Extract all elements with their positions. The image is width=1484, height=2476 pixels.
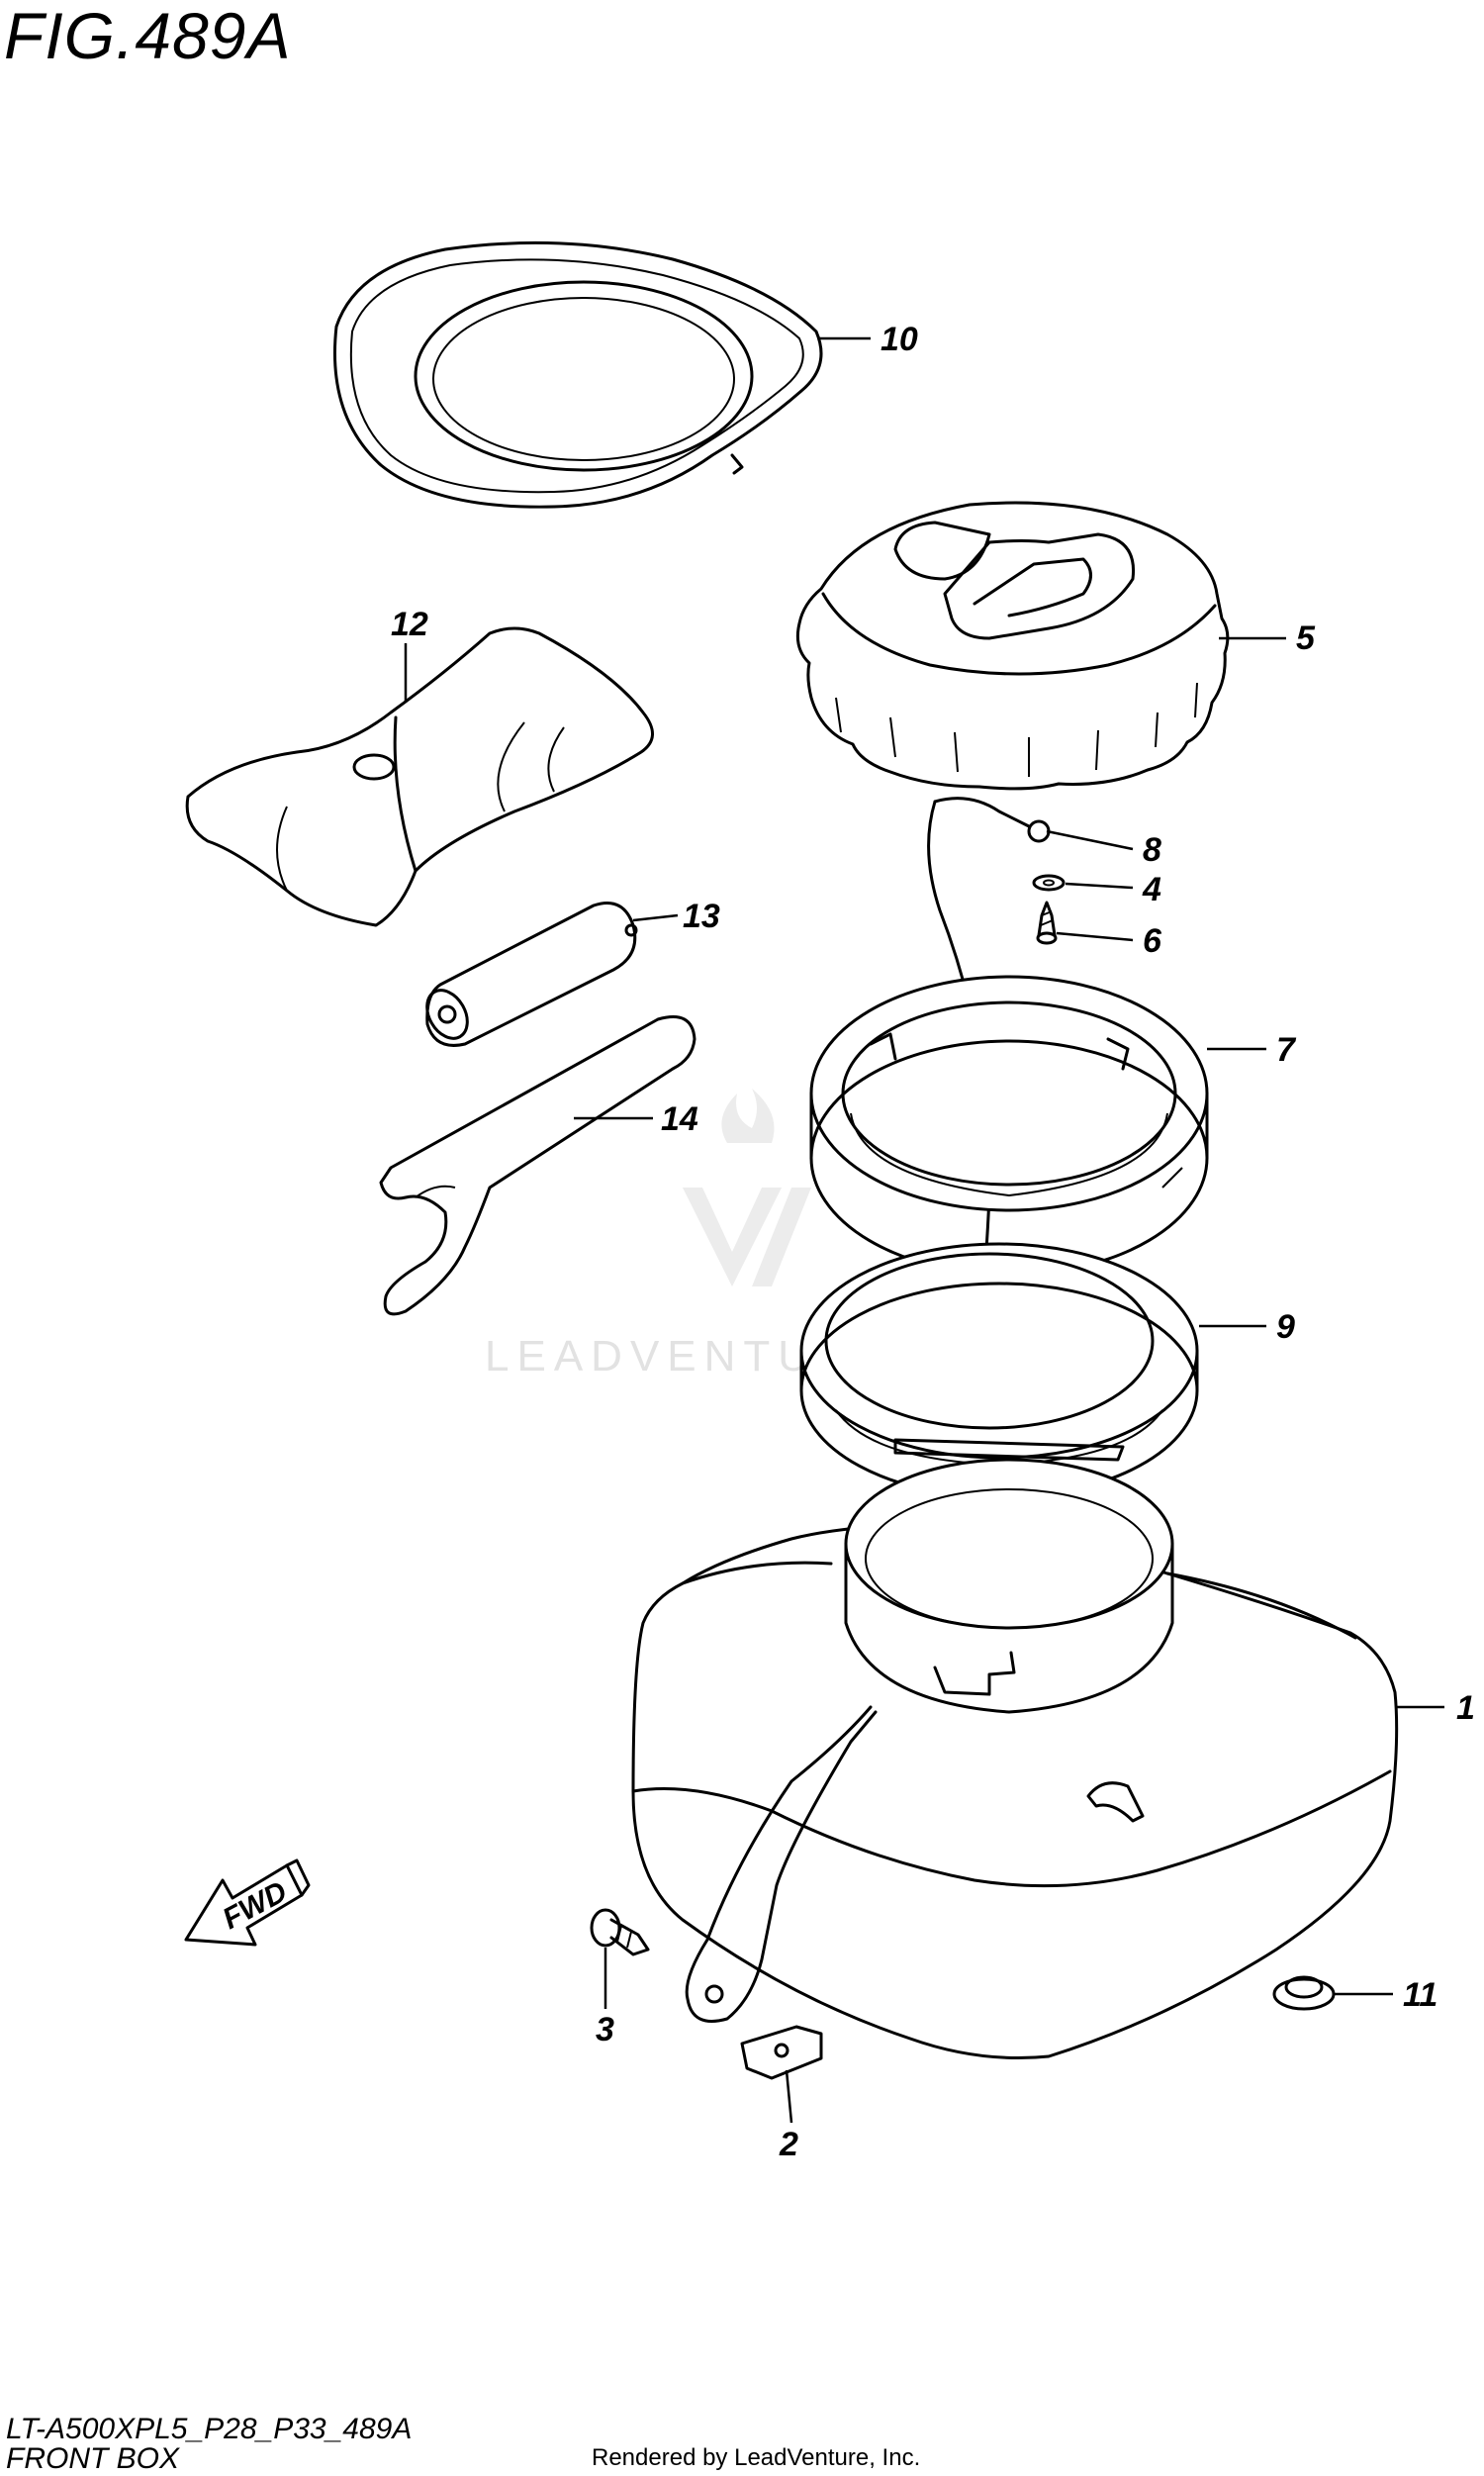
part-4-washer (1032, 874, 1066, 892)
callout-6: 6 (1143, 922, 1162, 960)
part-13-bolt-holder (425, 902, 638, 1047)
callouts: 10 5 8 4 6 7 9 1 11 13 14 12 3 2 (391, 321, 1475, 2163)
callout-2: 2 (779, 2126, 798, 2163)
callout-9: 9 (1276, 1308, 1295, 1346)
callout-14: 14 (661, 1100, 698, 1138)
callout-4: 4 (1142, 871, 1161, 908)
callout-7: 7 (1276, 1031, 1297, 1069)
callout-12: 12 (391, 606, 428, 643)
callout-13: 13 (683, 898, 720, 935)
part-7-cap-ring (809, 975, 1209, 1277)
callout-3: 3 (596, 2011, 614, 2048)
section-name: FRONT BOX (6, 2442, 180, 2475)
part-12-tool-bag (185, 626, 654, 927)
part-2-clip-nut (740, 2025, 823, 2080)
part-14-wrench (379, 1015, 696, 1316)
part-10-seal-gasket (332, 240, 823, 509)
callout-11: 11 (1403, 1976, 1438, 2014)
part-6-screw (1036, 901, 1058, 945)
model-code: LT-A500XPL5_P28_P33_489A (6, 2413, 413, 2445)
callout-10: 10 (881, 321, 918, 358)
fwd-direction-arrow: FWD (184, 1858, 311, 1947)
part-11-grommet (1272, 1975, 1336, 2011)
callout-1: 1 (1456, 1689, 1475, 1727)
render-credit: Rendered by LeadVenture, Inc. (592, 2444, 921, 2471)
part-5-cap (795, 501, 1230, 791)
callout-5: 5 (1296, 619, 1316, 657)
leader-lines (404, 336, 1444, 2124)
part-3-screw (590, 1908, 650, 1956)
callout-8: 8 (1143, 831, 1161, 869)
part-1-front-box (631, 1458, 1399, 2059)
figure-title: FIG.489A (4, 0, 292, 72)
